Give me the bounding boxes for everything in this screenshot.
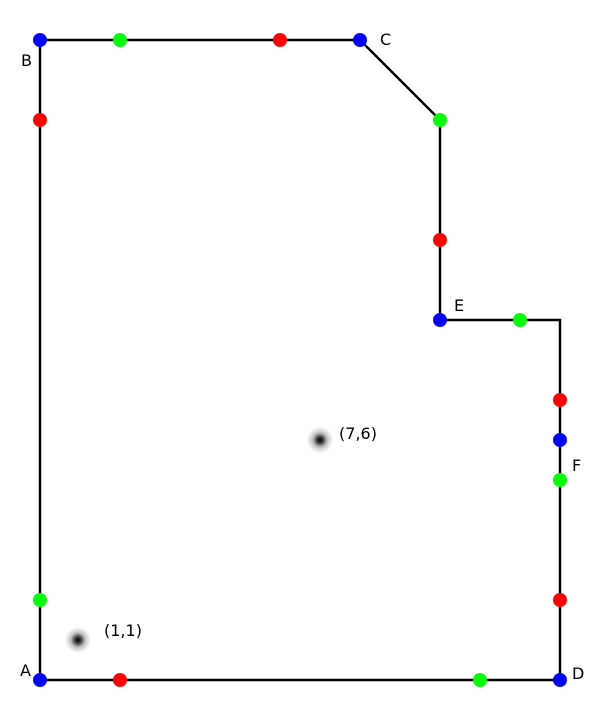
vertex-C-label: C <box>380 30 391 49</box>
vertex-A <box>33 673 47 687</box>
point-7-6-label: (7,6) <box>339 424 377 443</box>
red-marker <box>553 593 567 607</box>
green-marker <box>473 673 487 687</box>
green-marker <box>513 313 527 327</box>
point-7-6-marker <box>307 427 333 453</box>
red-marker <box>33 113 47 127</box>
vertex-C <box>353 33 367 47</box>
green-marker <box>553 473 567 487</box>
vertex-D-label: D <box>572 664 584 683</box>
point-1-1-label: (1,1) <box>104 621 142 640</box>
green-marker <box>433 113 447 127</box>
vertex-D <box>553 673 567 687</box>
green-marker <box>33 593 47 607</box>
polygon-outline <box>38 38 562 682</box>
red-marker <box>113 673 127 687</box>
vertex-labels: A B C D E F <box>20 30 584 683</box>
red-markers <box>33 33 567 687</box>
green-marker <box>113 33 127 47</box>
vertex-F <box>553 433 567 447</box>
vertex-F-label: F <box>572 456 581 475</box>
green-markers <box>33 33 567 687</box>
vertex-B-label: B <box>21 51 32 70</box>
vertex-E <box>433 313 447 327</box>
vertex-E-label: E <box>454 296 464 315</box>
point-1-1-marker <box>65 627 91 653</box>
red-marker <box>433 233 447 247</box>
blur-points: (1,1) (7,6) <box>65 424 377 653</box>
vertex-A-label: A <box>20 661 31 680</box>
red-marker <box>273 33 287 47</box>
vertex-B <box>33 33 47 47</box>
vertex-markers <box>33 33 567 687</box>
red-marker <box>553 393 567 407</box>
